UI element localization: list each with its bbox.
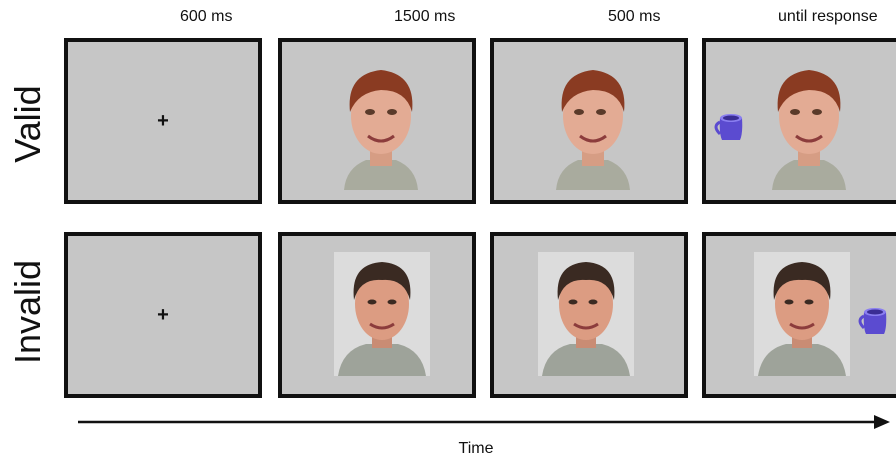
row-label-invalid: Invalid	[7, 259, 48, 365]
invalid-fixation-screen: +	[64, 232, 262, 398]
invalid-face-screen	[278, 232, 476, 398]
timing-label-face: 1500 ms	[394, 8, 456, 25]
male-face-image	[334, 252, 430, 376]
valid-gaze-screen	[490, 38, 688, 204]
fixation-cross: +	[157, 110, 169, 132]
male-face-image	[538, 252, 634, 376]
mug-icon	[714, 114, 743, 140]
timing-label-gaze-shift: 500 ms	[608, 8, 661, 25]
valid-target-screen	[702, 38, 896, 204]
mug-icon	[858, 308, 887, 334]
female-face-image	[344, 70, 418, 190]
invalid-gaze-screen	[490, 232, 688, 398]
male-face-image	[754, 252, 850, 376]
female-face-image	[556, 70, 630, 190]
time-arrow	[78, 415, 890, 429]
row-label-valid: Valid	[7, 85, 48, 163]
timing-label-target: until response	[778, 8, 878, 25]
time-axis-label: Time	[458, 440, 494, 457]
valid-fixation-screen: +	[64, 38, 262, 204]
female-face-image	[772, 70, 846, 190]
valid-face-screen	[278, 38, 476, 204]
timing-label-fixation: 600 ms	[180, 8, 233, 25]
fixation-cross: +	[157, 304, 169, 326]
invalid-target-screen	[702, 232, 896, 398]
